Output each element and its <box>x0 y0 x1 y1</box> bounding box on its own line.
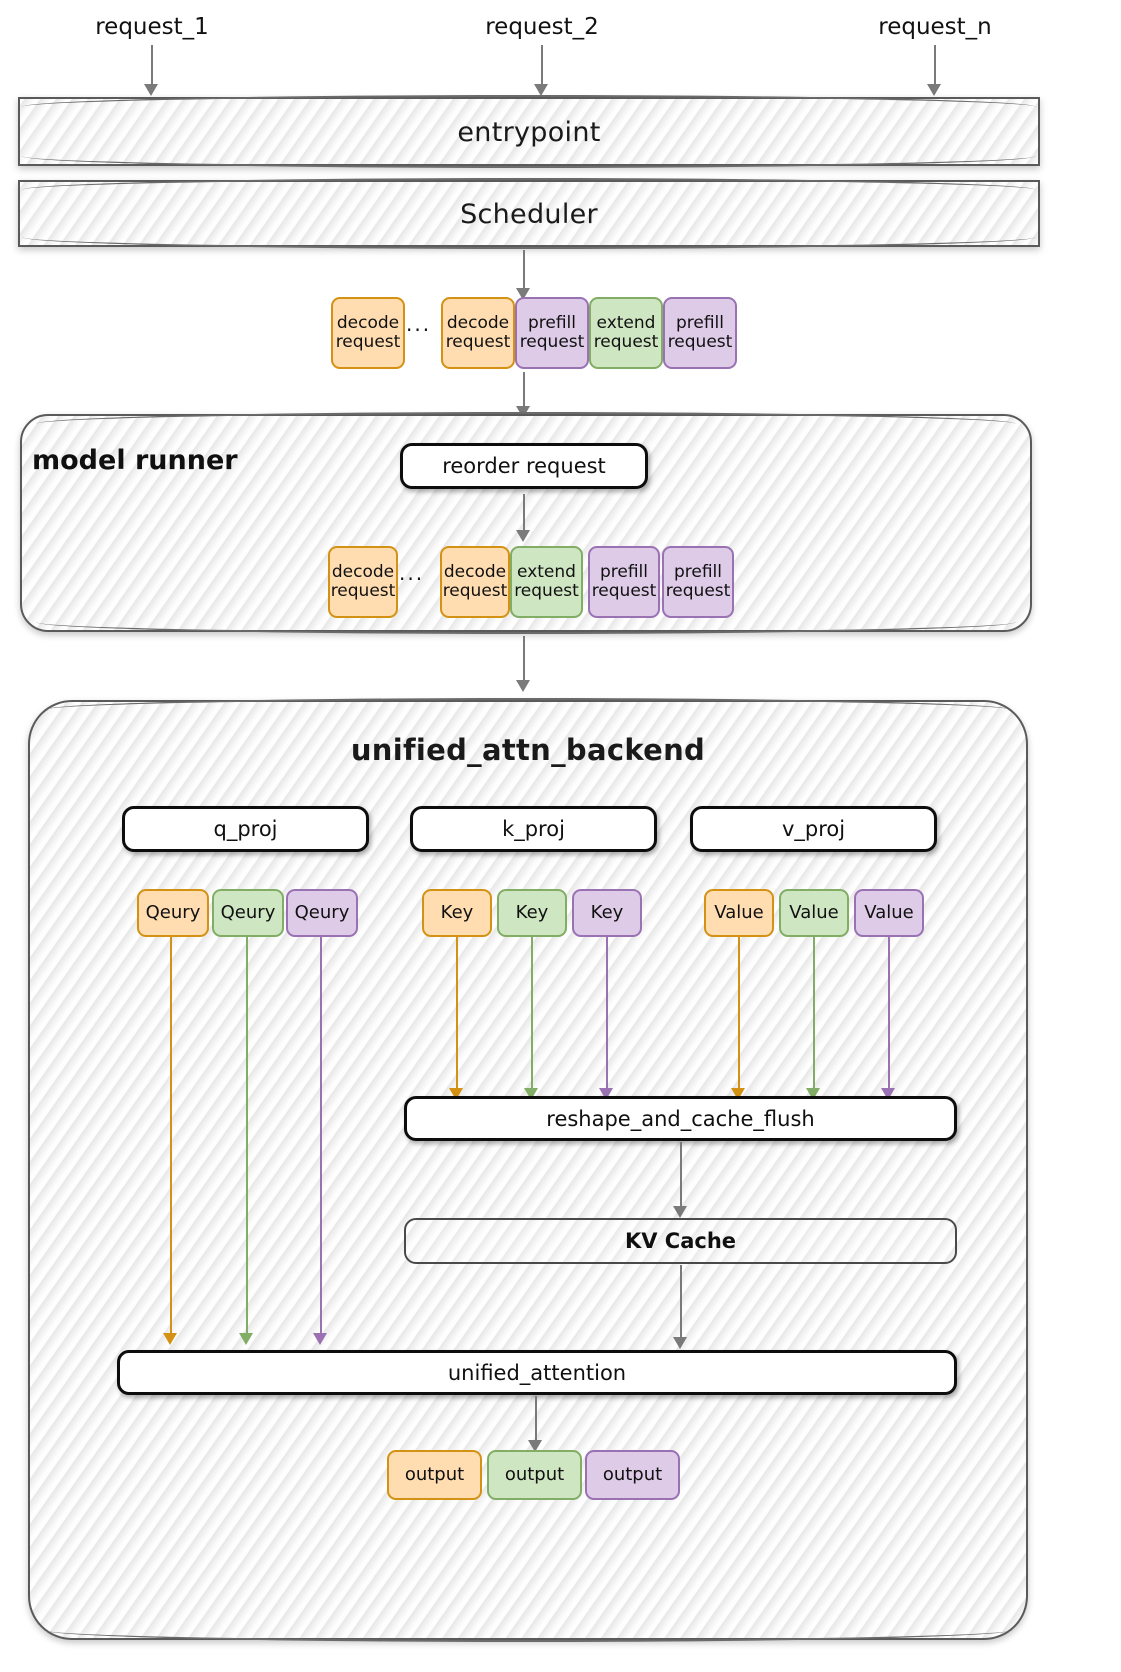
chip-line-2: request <box>442 581 508 601</box>
arrow-attention-to-output-head <box>528 1440 542 1452</box>
arrow-query-2-line <box>320 937 322 1337</box>
runner-chip-4: prefill request <box>662 546 734 618</box>
k-proj-box[interactable]: k_proj <box>410 806 657 852</box>
arrow-key-2-line <box>606 937 608 1092</box>
chip-line-1: extend <box>517 561 576 582</box>
chip-line-1: decode <box>446 312 510 333</box>
chip-line-1: decode <box>331 561 395 582</box>
arrow-query-0-head <box>163 1333 177 1345</box>
arrow-reshape-to-kv-line <box>680 1142 682 1211</box>
arrow-query-1-line <box>246 937 248 1337</box>
unified-attention-box[interactable]: unified_attention <box>117 1350 957 1395</box>
chip-line-1: prefill <box>599 561 649 582</box>
arrow-query-1-head <box>239 1333 253 1345</box>
arrow-request-1-line <box>151 45 153 90</box>
arrow-query-2-head <box>313 1333 327 1345</box>
output-chip-2: output <box>585 1450 680 1500</box>
queue-chip-2: prefill request <box>515 297 589 369</box>
runner-chip-1: decode request <box>440 546 510 618</box>
queue-chip-3: extend request <box>589 297 663 369</box>
arrow-value-0-line <box>738 937 740 1092</box>
chip-line-2: request <box>335 332 401 352</box>
chip-line-1: decode <box>336 312 400 333</box>
arrow-request-n-line <box>934 45 936 90</box>
key-tensor-0: Key <box>422 889 492 937</box>
queue-ellipsis: ... <box>406 312 432 336</box>
arrow-query-0-line <box>170 937 172 1337</box>
arrow-request-2-head <box>534 84 548 96</box>
arrow-runner-to-backend-head <box>516 680 530 692</box>
entrypoint-label: entrypoint <box>457 117 601 148</box>
input-label-request-n: request_n <box>878 14 992 40</box>
arrow-request-1-head <box>144 84 158 96</box>
chip-line-2: request <box>445 332 511 352</box>
value-tensor-2: Value <box>854 889 924 937</box>
arrow-key-0-line <box>456 937 458 1092</box>
arrow-kv-to-attention-line <box>680 1265 682 1343</box>
arrow-attention-to-output-line <box>535 1396 537 1444</box>
arrow-request-2-line <box>541 45 543 90</box>
arrow-key-1-line <box>531 937 533 1092</box>
arrow-request-n-head <box>927 84 941 96</box>
chip-line-1: prefill <box>527 312 577 333</box>
input-label-request-2: request_2 <box>485 14 599 40</box>
output-chip-0: output <box>387 1450 482 1500</box>
runner-queue-ellipsis: ... <box>399 561 425 585</box>
queue-chip-1: decode request <box>441 297 515 369</box>
scheduler-container: Scheduler <box>18 178 1040 249</box>
queue-chip-0: decode request <box>331 297 405 369</box>
arrow-runner-to-backend-line <box>523 636 525 686</box>
value-tensor-0: Value <box>704 889 774 937</box>
chip-line-2: request <box>514 581 579 601</box>
reorder-request-box[interactable]: reorder request <box>400 443 648 489</box>
chip-line-2: request <box>330 581 396 601</box>
chip-line-1: decode <box>443 561 507 582</box>
q-proj-box[interactable]: q_proj <box>122 806 369 852</box>
chip-line-2: request <box>667 332 733 352</box>
arrow-reorder-to-queue-line <box>523 494 525 536</box>
arrow-kv-to-attention-head <box>673 1337 687 1349</box>
kv-cache-box[interactable]: KV Cache <box>404 1218 957 1264</box>
chip-line-2: request <box>591 581 657 601</box>
arrow-reshape-to-kv-head <box>673 1206 687 1218</box>
chip-line-1: extend <box>596 312 656 333</box>
query-tensor-1: Qeury <box>212 889 284 937</box>
key-tensor-2: Key <box>572 889 642 937</box>
query-tensor-2: Qeury <box>286 889 358 937</box>
arrow-value-2-line <box>888 937 890 1092</box>
model-runner-title: model runner <box>32 445 238 476</box>
input-label-request-1: request_1 <box>95 14 209 40</box>
value-tensor-1: Value <box>779 889 849 937</box>
runner-chip-3: prefill request <box>588 546 660 618</box>
runner-chip-0: decode request <box>328 546 398 618</box>
queue-chip-4: prefill request <box>663 297 737 369</box>
arrow-reorder-to-queue-head <box>516 530 530 542</box>
chip-line-1: prefill <box>675 312 725 333</box>
chip-line-2: request <box>665 581 731 601</box>
unified-attn-backend-title: unified_attn_backend <box>350 733 706 767</box>
runner-chip-2: extend request <box>510 546 583 618</box>
entrypoint-container: entrypoint <box>18 95 1040 168</box>
arrow-queue-to-runner-line <box>523 372 525 412</box>
v-proj-box[interactable]: v_proj <box>690 806 937 852</box>
arrow-scheduler-to-queue-line <box>523 250 525 294</box>
chip-line-1: prefill <box>673 561 723 582</box>
chip-line-2: request <box>593 332 659 352</box>
query-tensor-0: Qeury <box>137 889 209 937</box>
arrow-value-1-line <box>813 937 815 1092</box>
chip-line-2: request <box>519 332 585 352</box>
key-tensor-1: Key <box>497 889 567 937</box>
output-chip-1: output <box>487 1450 582 1500</box>
scheduler-label: Scheduler <box>460 199 598 230</box>
reshape-and-cache-flush-box[interactable]: reshape_and_cache_flush <box>404 1096 957 1141</box>
